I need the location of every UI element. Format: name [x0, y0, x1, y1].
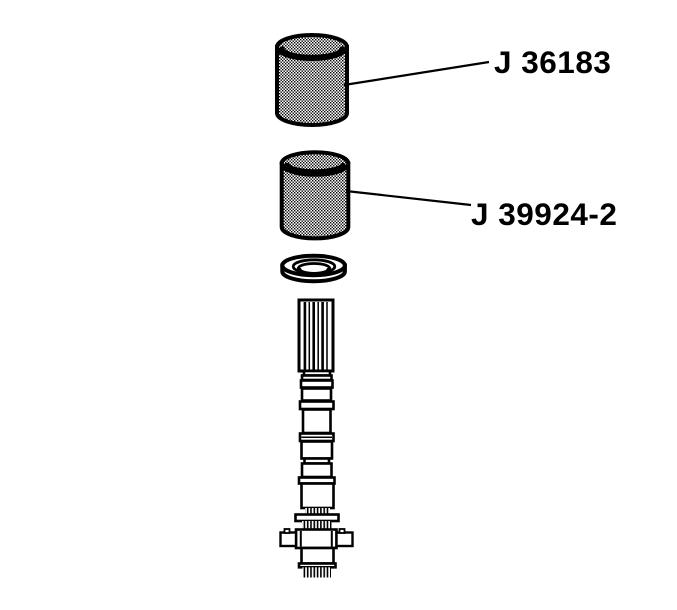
tool-cylinder-j36183	[275, 33, 349, 127]
tool-cylinder-j39924-2	[279, 150, 351, 241]
cylinder-rim-shadow	[279, 46, 345, 61]
ring-bore-shadow	[297, 267, 331, 277]
shaft-lower-gear-section	[279, 508, 354, 578]
seal-ring	[280, 253, 347, 284]
cylinder-body	[279, 161, 351, 241]
shaft-top-splines	[297, 298, 335, 373]
right-lug	[335, 531, 354, 548]
spline-teeth-strip	[302, 521, 332, 530]
callout-label-j39924-2: J 39924-2	[471, 196, 617, 232]
callout-label-j36183: J 36183	[494, 44, 611, 80]
left-lug-tab	[283, 528, 291, 534]
spline-teeth-strip	[305, 508, 330, 515]
shaft-assembly	[279, 298, 354, 578]
spline-teeth-strip	[302, 567, 331, 578]
right-lug-tab	[338, 528, 346, 534]
cylinder-rim-shadow	[284, 162, 346, 175]
callout-leader-j39924-2	[345, 189, 472, 207]
left-lug	[279, 531, 298, 548]
shaft-journal-stack	[297, 369, 336, 510]
cylinder-body	[275, 45, 349, 127]
hub-body	[294, 528, 338, 550]
callout-leader-j36183	[343, 60, 490, 87]
